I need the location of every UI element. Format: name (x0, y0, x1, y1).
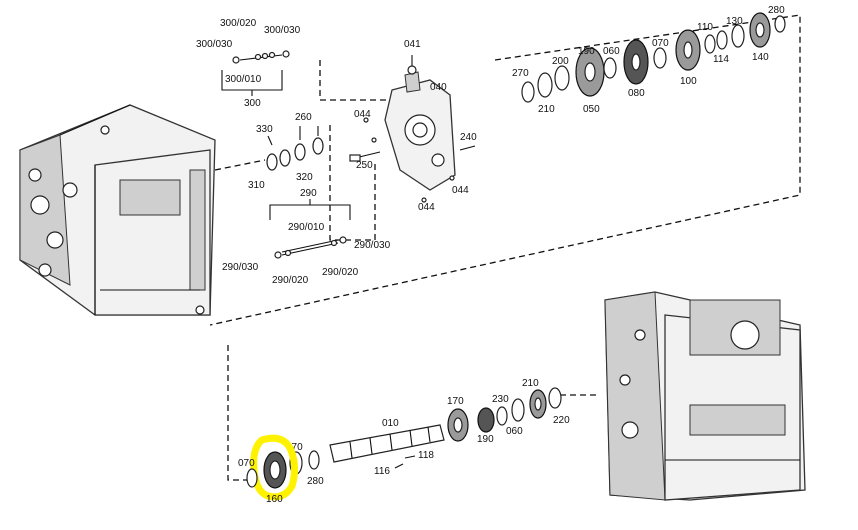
label-040: 040 (430, 82, 447, 93)
label-114: 114 (713, 54, 729, 65)
label-140: 140 (752, 52, 769, 63)
label-118: 118 (418, 450, 434, 461)
label-300-030-right: 300/030 (264, 25, 301, 36)
label-290-010: 290/010 (288, 222, 325, 233)
label-280-top: 280 (768, 5, 785, 16)
label-044-bottom: 044 (418, 202, 435, 213)
label-116: 116 (374, 466, 390, 477)
leader-lower-shaft (227, 345, 250, 481)
label-190-top: 190 (578, 46, 595, 57)
label-290-020-right: 290/020 (322, 267, 359, 278)
label-070-left: 070 (238, 458, 255, 469)
label-290-020-left: 290/020 (272, 275, 309, 286)
label-110: 110 (697, 22, 713, 33)
lower-shaft-assembly (289, 387, 562, 475)
part-group-290 (269, 199, 351, 259)
highlighted-part-160[interactable]: 160 (250, 434, 299, 505)
label-060-top: 060 (603, 46, 620, 57)
label-290-030-left: 290/030 (222, 262, 259, 273)
label-280-bottom: 280 (307, 476, 324, 487)
label-160: 160 (266, 494, 283, 505)
label-230: 230 (492, 394, 509, 405)
part-group-310-330 (266, 126, 324, 171)
label-130: 130 (726, 16, 743, 27)
label-060-bottom: 060 (506, 426, 523, 437)
ring-070-left (246, 468, 258, 488)
label-210-bottom: 210 (522, 378, 539, 389)
label-080: 080 (628, 88, 645, 99)
label-290-030-right: 290/030 (354, 240, 391, 251)
label-190-bottom: 190 (477, 434, 494, 445)
label-041: 041 (404, 39, 421, 50)
left-transmission-housing (19, 104, 216, 316)
label-310: 310 (248, 180, 265, 191)
upper-gear-stack (521, 12, 786, 103)
label-300-010: 300/010 (225, 74, 262, 85)
leader-290 (329, 125, 376, 241)
leader-housing-310 (214, 159, 266, 171)
label-100: 100 (680, 76, 697, 87)
label-300-030-left: 300/030 (196, 39, 233, 50)
label-290: 290 (300, 188, 317, 199)
label-170: 170 (447, 396, 464, 407)
label-270: 270 (512, 68, 529, 79)
label-210-top: 210 (538, 104, 555, 115)
label-260: 260 (295, 112, 312, 123)
right-transmission-housing (604, 291, 806, 501)
leader-shaft-gears (209, 14, 801, 326)
label-240: 240 (460, 132, 477, 143)
label-044-right: 044 (452, 185, 469, 196)
label-330: 330 (256, 124, 273, 135)
label-250: 250 (356, 160, 373, 171)
label-300: 300 (244, 98, 261, 109)
label-220: 220 (553, 415, 570, 426)
part-040-cover (349, 55, 476, 203)
leader-300 (319, 60, 420, 101)
part-group-300 (221, 50, 290, 96)
label-070-top: 070 (652, 38, 669, 49)
label-320: 320 (296, 172, 313, 183)
label-300-020: 300/020 (220, 18, 257, 29)
label-070-right: 070 (286, 442, 303, 453)
highlight-outline (250, 434, 299, 501)
label-044-top: 044 (354, 109, 371, 120)
label-010: 010 (382, 418, 399, 429)
label-200: 200 (552, 56, 569, 67)
label-050: 050 (583, 104, 600, 115)
